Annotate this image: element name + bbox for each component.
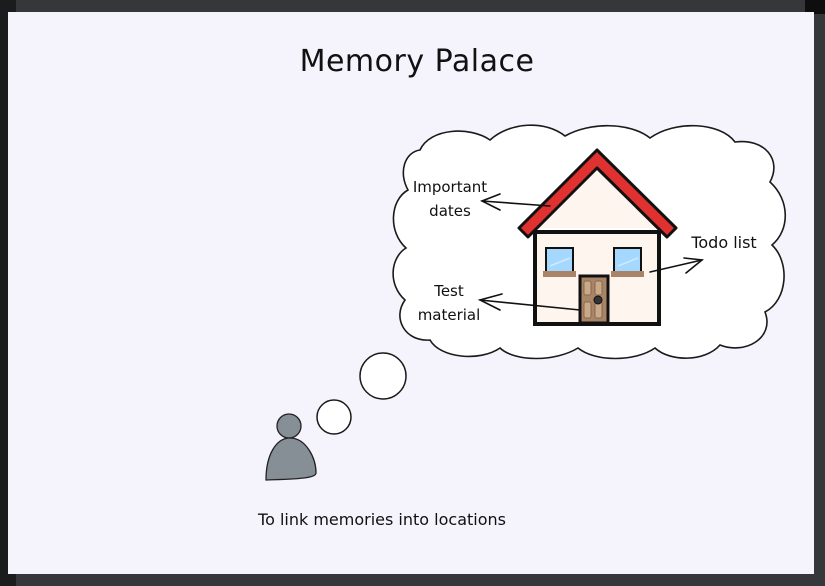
- house-icon: [517, 148, 678, 326]
- window-right: [613, 247, 642, 273]
- arrow-important-dates: [480, 193, 551, 211]
- arrow-test-material: [477, 293, 581, 311]
- house-roof: [517, 148, 678, 239]
- person-icon: [265, 413, 317, 481]
- sill-left: [543, 271, 576, 277]
- label-important-dates-2: dates: [429, 202, 471, 220]
- label-test-material-1: Test: [433, 282, 464, 300]
- door-knob: [593, 295, 603, 305]
- diagram-caption: To link memories into locations: [257, 510, 506, 529]
- label-test-material-2: material: [418, 306, 481, 324]
- frame-edge-right: [805, 0, 825, 14]
- arrow-todo-list: [649, 257, 704, 274]
- thought-bubble-small: [316, 399, 352, 435]
- window-left: [545, 247, 574, 273]
- diagram-title: Memory Palace: [299, 44, 535, 79]
- label-important-dates-1: Important: [413, 178, 487, 196]
- label-todo-list: Todo list: [690, 233, 756, 252]
- thought-bubble-large: [359, 352, 407, 400]
- sill-right: [611, 271, 644, 277]
